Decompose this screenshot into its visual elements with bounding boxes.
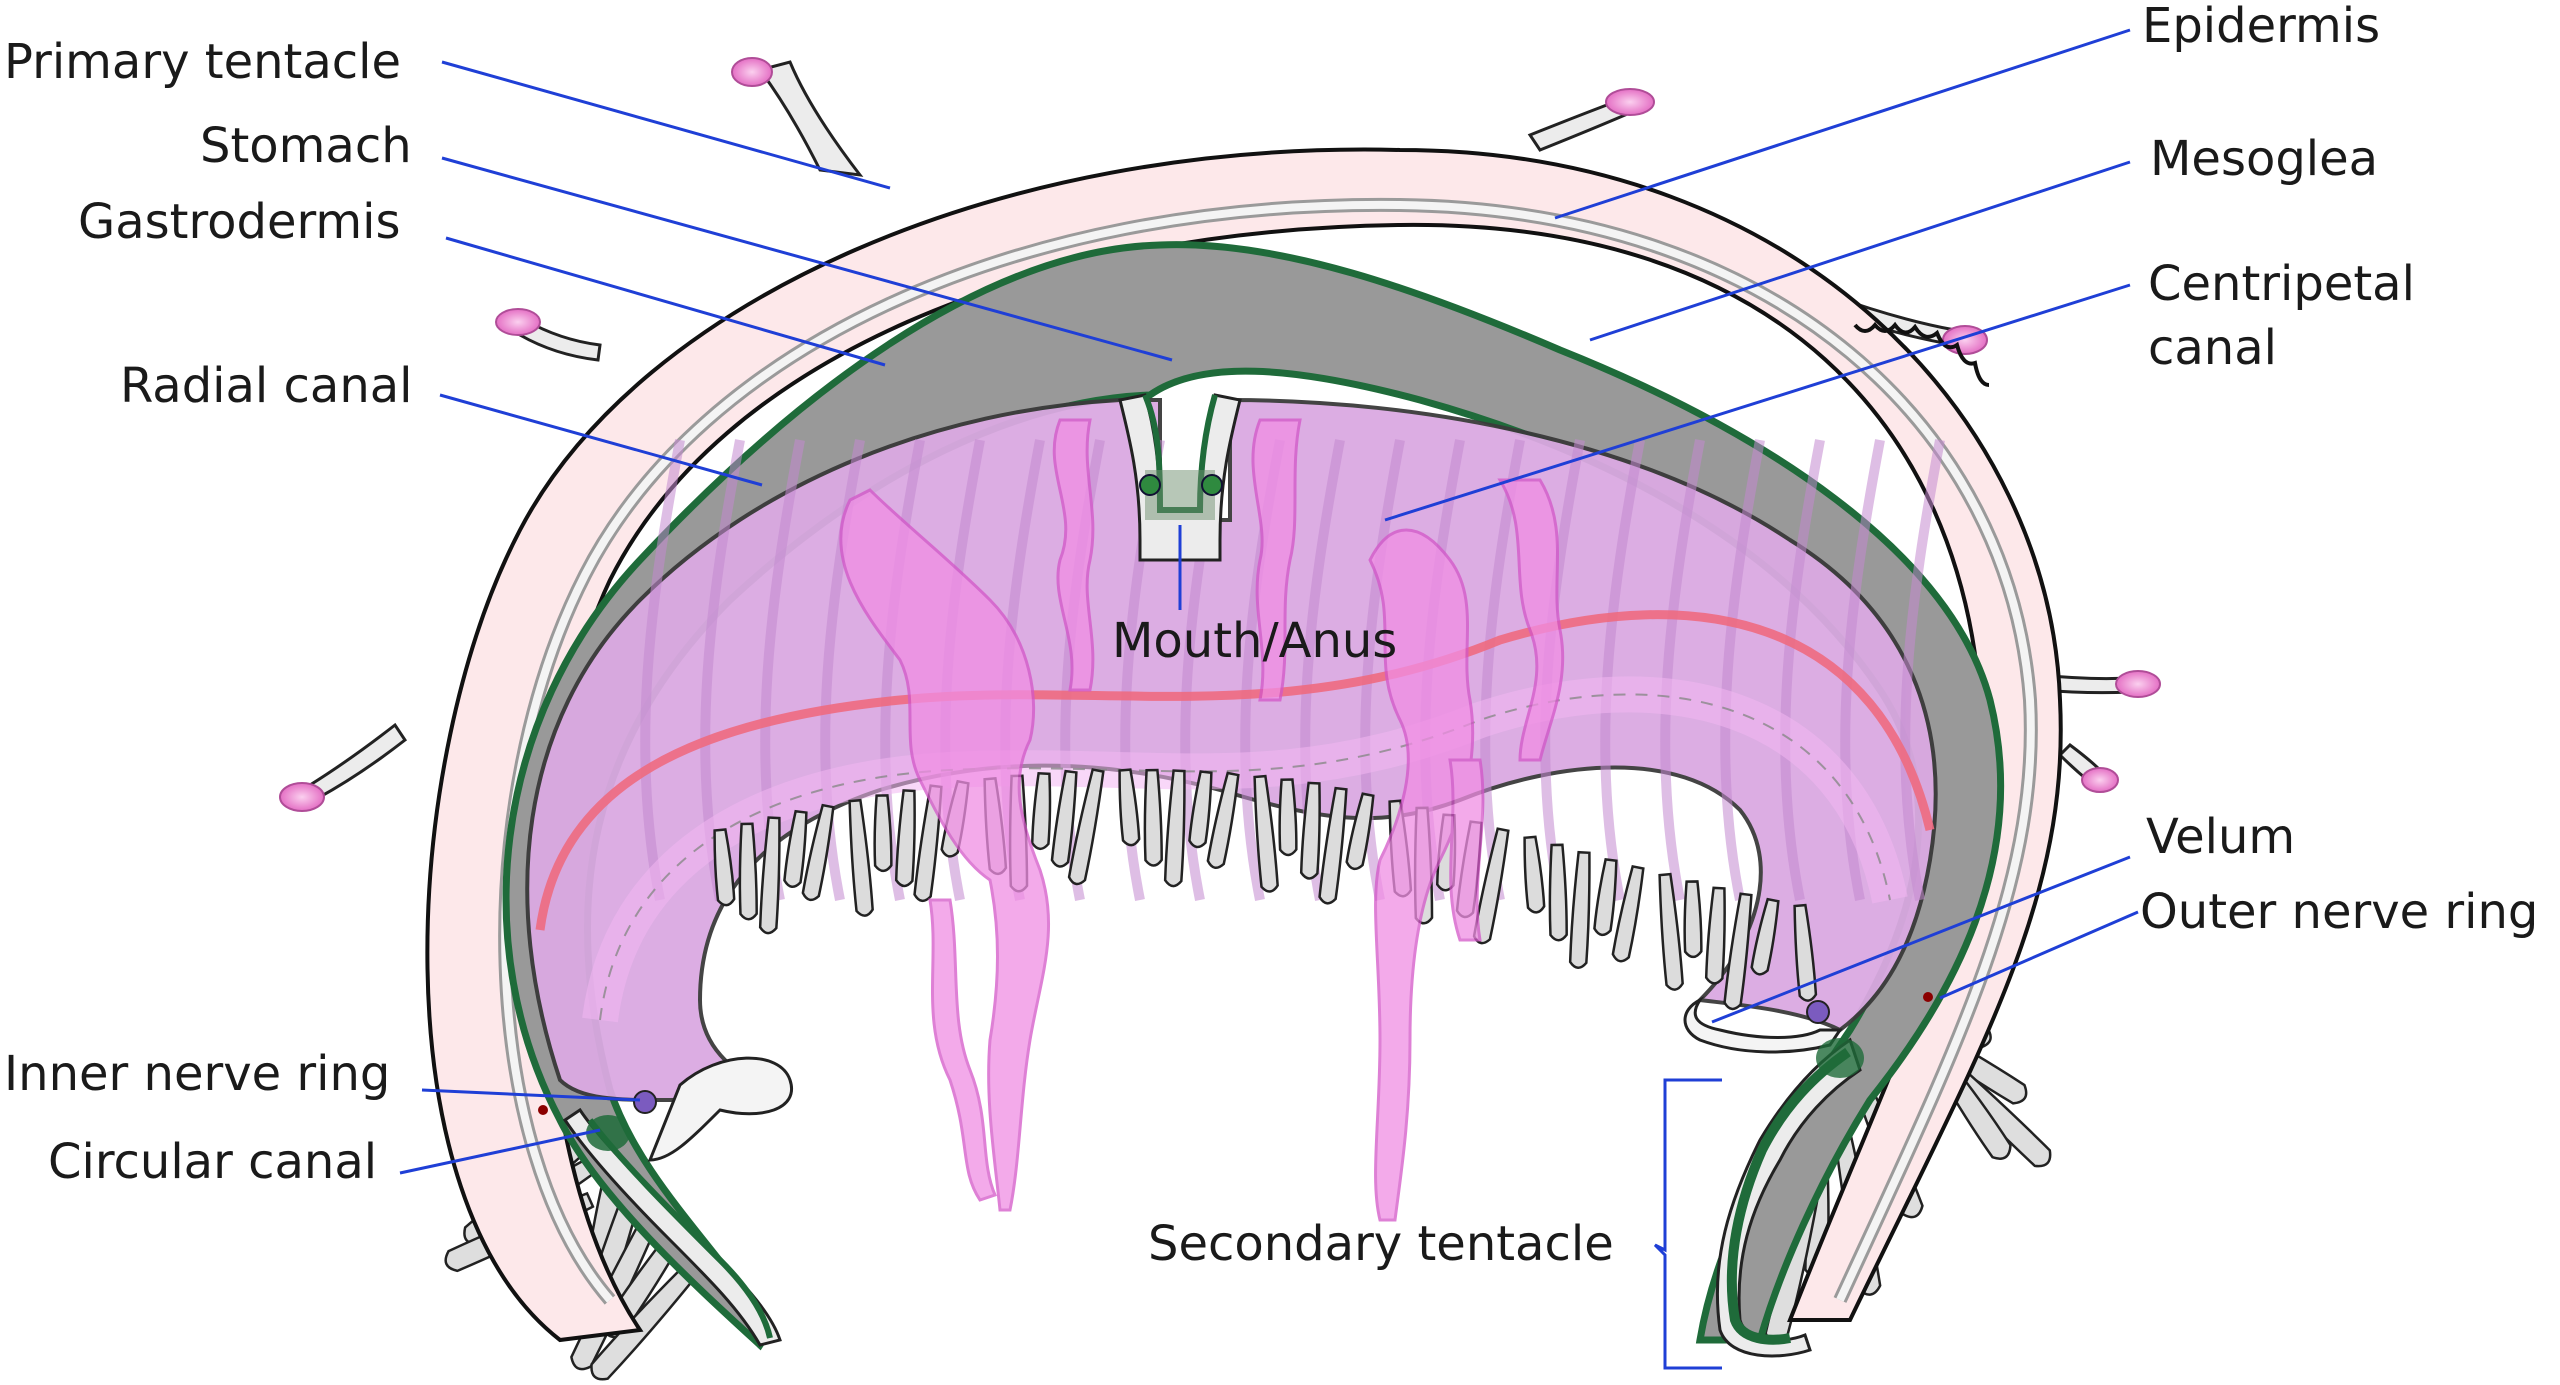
label-centripetal-line2: canal bbox=[2148, 320, 2277, 376]
leader-circular-canal bbox=[399, 1128, 601, 1175]
inner-tentacle bbox=[1793, 903, 1818, 1002]
inner-tentacle bbox=[1253, 774, 1279, 893]
inner-tentacle bbox=[1593, 858, 1618, 937]
radial-canal-line bbox=[1600, 439, 1645, 901]
leader-mesoglea bbox=[1589, 160, 2131, 342]
radial-canal-line bbox=[1660, 439, 1705, 901]
leader-gastrodermis bbox=[445, 236, 886, 367]
label-centripetal-line1: Centripetal bbox=[2148, 256, 2415, 312]
leader-velum bbox=[1711, 855, 2131, 1024]
radial-canal-line bbox=[1360, 439, 1405, 901]
inner-tentacle bbox=[1548, 843, 1568, 942]
inner-tentacle bbox=[1683, 880, 1703, 959]
label-radial-canal: Radial canal bbox=[120, 358, 413, 414]
inner-tentacle bbox=[1067, 768, 1105, 886]
oral-arms bbox=[839, 418, 1565, 1222]
inner-tentacle bbox=[783, 809, 808, 888]
inner-tentacle bbox=[1030, 771, 1052, 851]
inner-tentacle bbox=[1188, 770, 1213, 849]
inner-tentacle bbox=[894, 789, 916, 888]
inner-tentacle bbox=[848, 798, 874, 917]
label-inner-nerve-ring: Inner nerve ring bbox=[4, 1046, 390, 1102]
leader-centripetal-canal bbox=[1384, 283, 2131, 522]
inner-tentacle bbox=[1523, 835, 1546, 914]
labels: Primary tentacle Stomach Gastrodermis Ra… bbox=[4, 0, 2538, 1272]
inner-tentacle bbox=[738, 822, 758, 921]
inner-tentacle bbox=[1611, 864, 1645, 963]
inner-tentacle bbox=[1278, 778, 1298, 857]
inner-tentacle bbox=[1704, 886, 1726, 985]
velum-edges bbox=[538, 992, 1933, 1358]
inner-tentacle bbox=[758, 816, 781, 935]
inner-tentacle bbox=[801, 803, 835, 902]
label-velum: Velum bbox=[2146, 809, 2295, 865]
label-mouth-anus: Mouth/Anus bbox=[1112, 613, 1397, 669]
radial-canal-line bbox=[1900, 439, 1945, 901]
inner-tentacle bbox=[1568, 850, 1591, 970]
label-epidermis: Epidermis bbox=[2142, 0, 2380, 54]
label-gastrodermis: Gastrodermis bbox=[78, 194, 400, 250]
primary-tentacles bbox=[279, 57, 2161, 812]
leader-primary-tentacle bbox=[441, 60, 891, 190]
radial-canal-line bbox=[640, 439, 685, 901]
leader-epidermis bbox=[1554, 28, 2131, 220]
radial-canal-line bbox=[1840, 439, 1885, 901]
label-secondary-tentacle: Secondary tentacle bbox=[1148, 1216, 1614, 1272]
leader-lines bbox=[399, 28, 2139, 1370]
leader-inner-nerve-ring bbox=[421, 1088, 641, 1102]
radial-canal-line bbox=[1720, 439, 1765, 901]
inner-tentacle bbox=[1163, 769, 1186, 888]
label-circular-canal: Circular canal bbox=[48, 1134, 377, 1190]
label-outer-nerve-ring: Outer nerve ring bbox=[2140, 884, 2538, 940]
leader-radial-canal bbox=[439, 393, 763, 487]
leader-stomach bbox=[441, 156, 1173, 362]
radial-canal-line bbox=[1780, 439, 1825, 901]
inner-tentacle bbox=[1658, 872, 1684, 991]
leader-outer-nerve-ring bbox=[1939, 910, 2139, 1000]
label-primary-tentacle: Primary tentacle bbox=[4, 34, 401, 90]
label-stomach: Stomach bbox=[200, 118, 412, 174]
inner-tentacle bbox=[1345, 792, 1375, 871]
inner-tentacle bbox=[1723, 892, 1753, 1011]
inner-tentacle bbox=[1750, 897, 1780, 976]
inner-tentacle-fringe bbox=[713, 768, 1818, 1011]
secondary-tentacle-bracket bbox=[1653, 1078, 1722, 1370]
inner-tentacle bbox=[1143, 768, 1163, 867]
inner-tentacle bbox=[713, 828, 736, 907]
inner-tentacle bbox=[1318, 786, 1348, 905]
inner-tentacle bbox=[1118, 768, 1141, 847]
label-mesoglea: Mesoglea bbox=[2150, 131, 2378, 187]
inner-tentacle bbox=[913, 784, 943, 903]
inner-tentacle bbox=[873, 794, 893, 873]
inner-tentacle bbox=[1472, 827, 1510, 945]
manubrium bbox=[1118, 393, 1242, 610]
inner-tentacle bbox=[1299, 781, 1321, 880]
secondary-tentacle bbox=[590, 1253, 708, 1381]
inner-tentacle bbox=[1206, 771, 1240, 869]
inner-tentacle bbox=[1050, 769, 1078, 868]
radial-canal-line bbox=[1480, 439, 1525, 901]
